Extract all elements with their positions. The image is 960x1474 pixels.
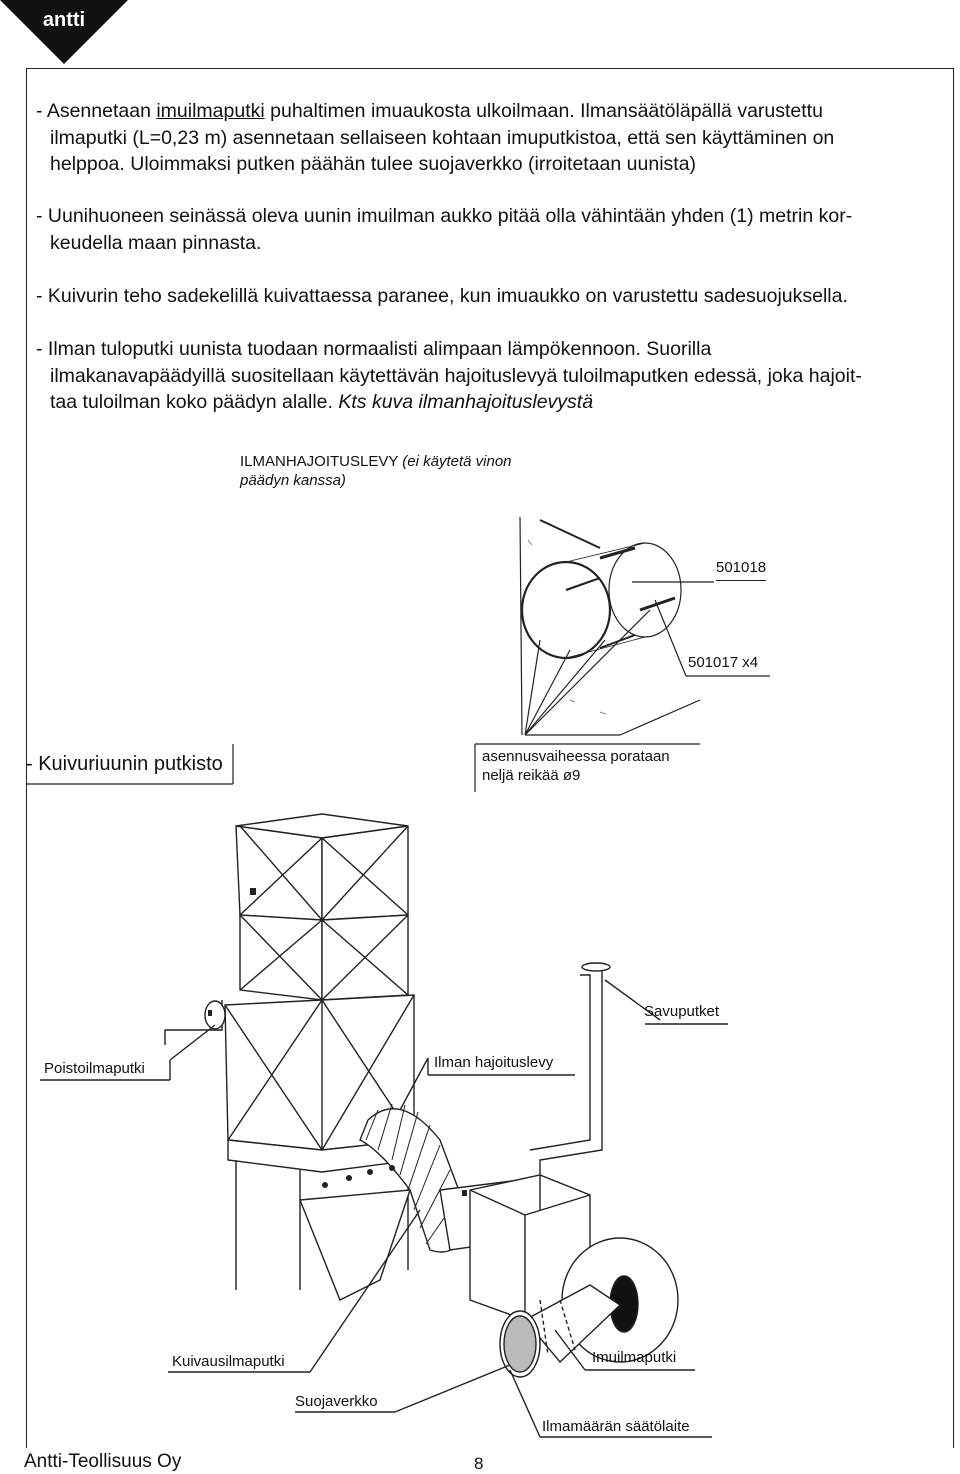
section-heading-kuivuriuunin-putkisto: - Kuivuriuunin putkisto — [26, 753, 223, 775]
logo-text: antti — [43, 9, 85, 31]
footer-company: Antti-Teollisuus Oy — [24, 1451, 182, 1472]
p4-line3: taa tuloilman koko päädyn alalle. — [50, 391, 339, 413]
p4-line2: ilmakanavapäädyillä suositellaan käytett… — [50, 364, 862, 387]
part-501018-label: 501018 — [716, 558, 767, 581]
paragraph-1: - Asennetaan imuilmaputki puhaltimen imu… — [36, 98, 926, 178]
label-imuilmaputki: Imuilmaputki — [592, 1349, 677, 1366]
footer-page-number: 8 — [474, 1454, 484, 1473]
drilling-note-line2: neljä reikää ø9 — [482, 767, 581, 784]
drilling-note-line1: asennusvaiheessa porataan — [482, 748, 670, 765]
label-ilman-hajoituslevy: Ilman hajoituslevy — [434, 1054, 554, 1071]
antti-logo: antti — [0, 0, 128, 64]
p2-line2: keudella maan pinnasta. — [50, 231, 262, 254]
label-poistoilmaputki: Poistoilmaputki — [44, 1060, 145, 1077]
imuilmaputki-link: imuilmaputki — [156, 100, 265, 122]
drilling-note: asennusvaiheessa porataan neljä reikää ø… — [482, 747, 670, 785]
p1-prefix: - Asennetaan — [36, 100, 157, 122]
p2-line1: - Uunihuoneen seinässä oleva uunin imuil… — [36, 205, 853, 227]
figure1-title-italic-2: päädyn kanssa) — [240, 472, 346, 489]
part-501017-label: 501017 x4 — [688, 654, 759, 671]
p3-line1: - Kuivurin teho sadekelillä kuivattaessa… — [36, 285, 848, 307]
paragraph-2: - Uunihuoneen seinässä oleva uunin imuil… — [36, 203, 926, 256]
paragraph-3: - Kuivurin teho sadekelillä kuivattaessa… — [36, 283, 926, 310]
label-kuivausilmaputki: Kuivausilmaputki — [172, 1353, 285, 1370]
p4-italic-ref: Kts kuva ilmanhajoituslevystä — [338, 391, 594, 413]
paragraph-4: - Ilman tuloputki uunista tuodaan normaa… — [36, 336, 926, 416]
figure1-title-main: ILMANHAJOITUSLEVY — [240, 453, 403, 470]
label-ilmamaaran-saatolaite: Ilmamäärän säätölaite — [542, 1418, 690, 1435]
label-savuputket: Savuputket — [644, 1003, 720, 1020]
figure1-title-italic-1: (ei käytetä vinon — [402, 453, 512, 470]
label-suojaverkko: Suojaverkko — [295, 1393, 378, 1410]
page-frame — [26, 68, 954, 1448]
p4-line1: - Ilman tuloputki uunista tuodaan normaa… — [36, 338, 712, 360]
figure1-title: ILMANHAJOITUSLEVY (ei käytetä vinon pääd… — [240, 452, 512, 490]
p1-rest: puhaltimen imuaukosta ulkoilmaan. Ilmans… — [264, 100, 823, 122]
p1-line2: ilmaputki (L=0,23 m) asennetaan sellaise… — [50, 126, 835, 149]
p1-line3: helppoa. Uloimmaksi putken päähän tulee … — [50, 153, 697, 175]
